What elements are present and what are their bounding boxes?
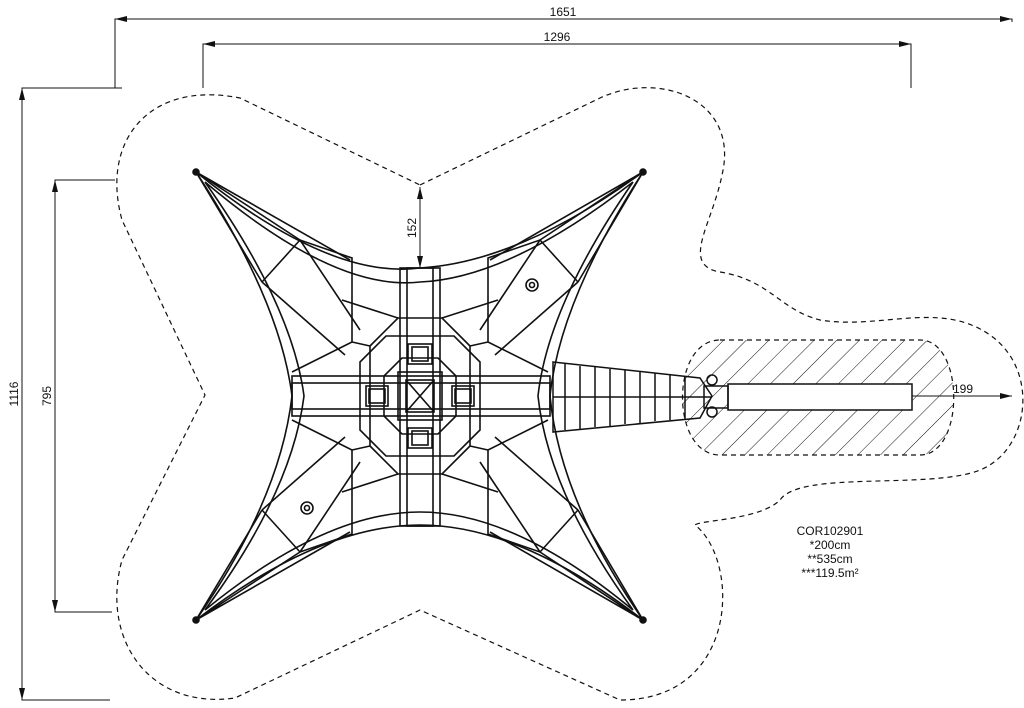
safety-zone-outline <box>116 87 1024 701</box>
free-fall-height: *200cm <box>809 538 851 552</box>
dim-line-structure-height <box>54 179 115 613</box>
safety-area: ***119.5m² <box>801 566 859 580</box>
product-info: COR102901 *200cm **535cm ***119.5m² <box>760 524 900 580</box>
dim-label-structure-height: 795 <box>40 386 54 406</box>
dim-label-offset: 152 <box>405 218 419 238</box>
climbing-net-structure <box>192 168 647 624</box>
dim-line-overall-width <box>114 18 1013 88</box>
dim-label-slide-zone: 199 <box>953 382 973 396</box>
dim-label-overall-width: 1651 <box>550 5 577 19</box>
slide-safety-zone <box>682 339 955 456</box>
product-code: COR102901 <box>796 524 864 538</box>
total-height: **535cm <box>807 552 853 566</box>
dim-line-overall-height <box>21 87 122 701</box>
dim-label-structure-width: 1296 <box>544 30 571 44</box>
dim-line-structure-width <box>202 43 912 88</box>
dim-label-overall-height: 1116 <box>7 381 21 406</box>
dimension-lines <box>19 16 1013 701</box>
slide-chute <box>727 383 913 411</box>
